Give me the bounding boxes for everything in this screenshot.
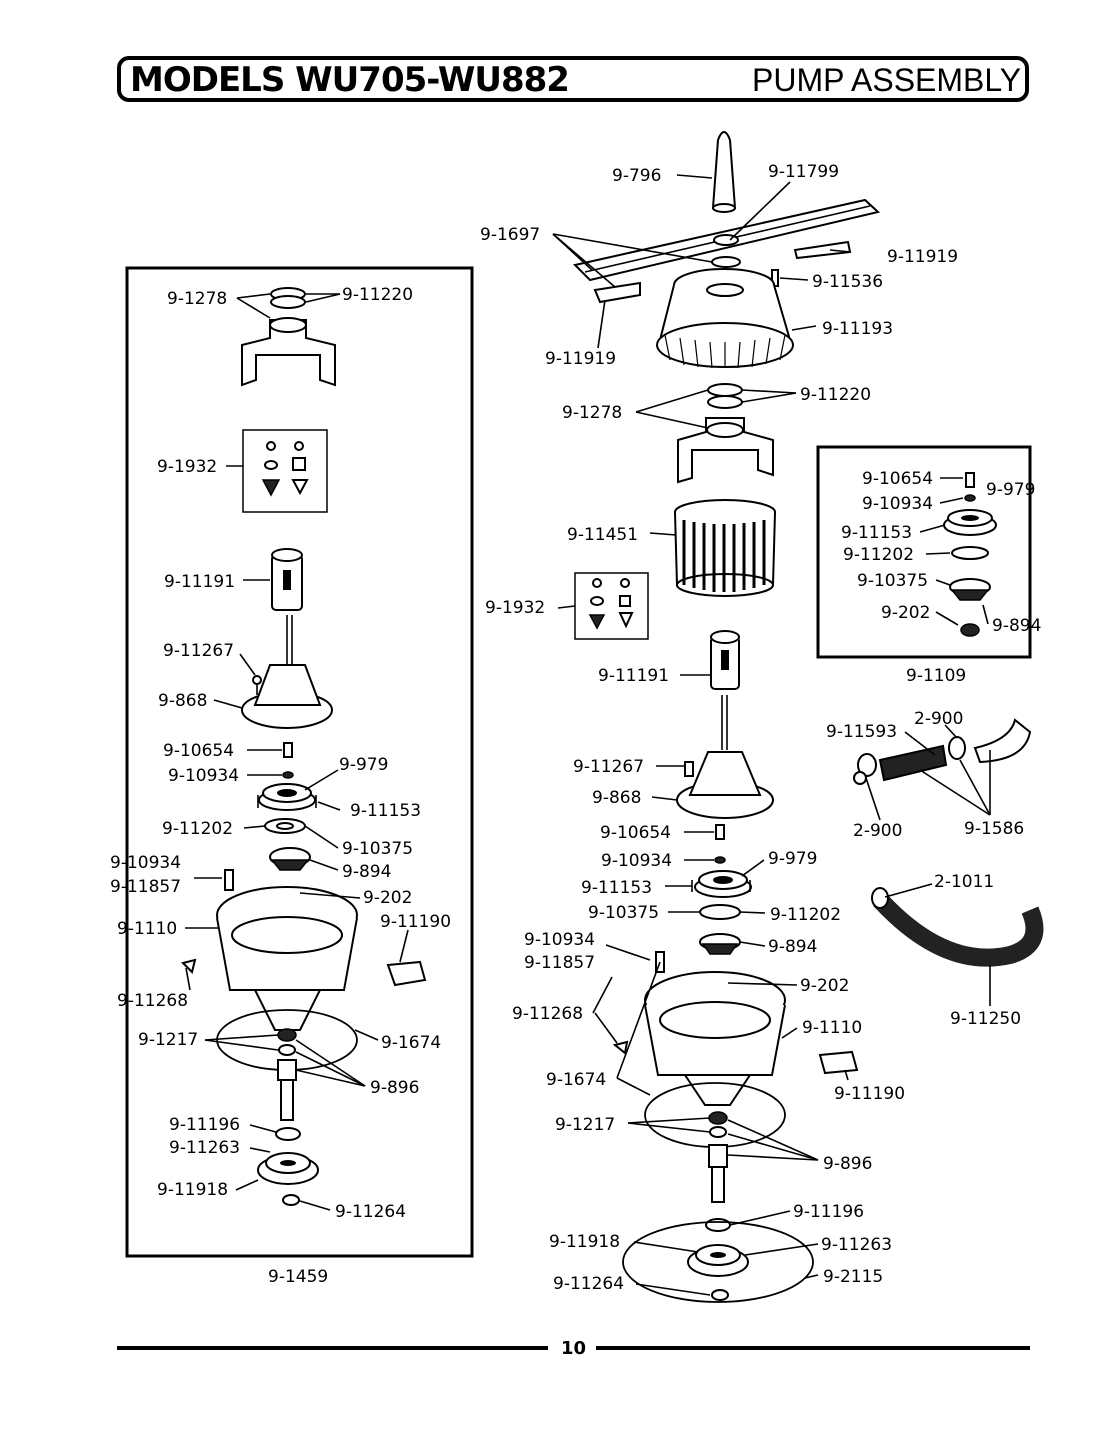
part-label: 9-11196 — [169, 1115, 240, 1135]
part-labels: 9-1278 9-11220 9-1932 9-11191 9-11267 9-… — [110, 162, 1041, 1294]
part-label: 9-1110 — [802, 1018, 862, 1038]
part-label: 9-894 — [342, 862, 391, 882]
part-label: 9-1674 — [381, 1033, 441, 1053]
part-label: 9-11220 — [342, 285, 413, 305]
part-label: 9-11153 — [350, 801, 421, 821]
part-label: 9-10934 — [110, 853, 181, 873]
hose-parts — [853, 718, 1044, 967]
part-label: 9-11919 — [545, 349, 616, 369]
part-label: 9-868 — [592, 788, 641, 808]
part-label: 9-11264 — [335, 1202, 406, 1222]
part-label: 9-202 — [800, 976, 849, 996]
models-title: MODELS WU705-WU882 — [130, 60, 570, 100]
kit-1932-right-frame — [574, 572, 649, 640]
part-label: 9-11857 — [110, 877, 181, 897]
part-label: 9-979 — [986, 480, 1035, 500]
part-label: 9-11191 — [598, 666, 669, 686]
part-label: 9-11593 — [826, 722, 897, 742]
part-label: 9-10934 — [168, 766, 239, 786]
part-label: 9-1217 — [138, 1030, 198, 1050]
right-parts — [573, 131, 881, 1303]
part-label: 9-896 — [823, 1154, 872, 1174]
part-label: 9-11263 — [169, 1138, 240, 1158]
part-label: 9-11919 — [887, 247, 958, 267]
part-label: 9-11263 — [821, 1235, 892, 1255]
part-label: 9-11918 — [549, 1232, 620, 1252]
part-label: 2-1011 — [934, 872, 994, 892]
part-label: 9-10375 — [342, 839, 413, 859]
part-label: 9-11191 — [164, 572, 235, 592]
part-label: 9-1109 — [906, 666, 966, 686]
part-label: 9-11799 — [768, 162, 839, 182]
part-label: 9-1697 — [480, 225, 540, 245]
part-label: 9-10934 — [524, 930, 595, 950]
part-label: 9-1674 — [546, 1070, 606, 1090]
part-label: 9-1278 — [167, 289, 227, 309]
kit-1109-parts — [943, 472, 997, 637]
part-label: 9-2115 — [823, 1267, 883, 1287]
part-label: 9-896 — [370, 1078, 419, 1098]
page-number: 10 — [561, 1338, 586, 1359]
part-label: 9-11220 — [800, 385, 871, 405]
part-label: 9-11264 — [553, 1274, 624, 1294]
part-label: 9-202 — [363, 888, 412, 908]
part-label: 9-979 — [339, 755, 388, 775]
part-label: 9-11153 — [841, 523, 912, 543]
part-label: 9-1586 — [964, 819, 1024, 839]
kit-1932-left-frame — [242, 429, 328, 513]
part-label: 9-11268 — [512, 1004, 583, 1024]
part-label: 9-11190 — [380, 912, 451, 932]
part-label: 9-1278 — [562, 403, 622, 423]
left-parts — [181, 287, 427, 1206]
part-label: 9-979 — [768, 849, 817, 869]
part-label: 9-1217 — [555, 1115, 615, 1135]
part-label: 9-11267 — [573, 757, 644, 777]
section-title: PUMP ASSEMBLY — [752, 62, 1022, 98]
part-label: 9-10934 — [601, 851, 672, 871]
part-label: 9-11267 — [163, 641, 234, 661]
part-label: 9-11250 — [950, 1009, 1021, 1029]
part-label: 9-11268 — [117, 991, 188, 1011]
part-label: 9-11918 — [157, 1180, 228, 1200]
part-label: 9-11196 — [793, 1202, 864, 1222]
part-label: 2-900 — [914, 709, 963, 729]
part-label: 9-11857 — [524, 953, 595, 973]
part-label: 9-10654 — [862, 469, 933, 489]
left-subassembly-frame — [125, 266, 474, 1258]
part-label: 9-868 — [158, 691, 207, 711]
part-label: 9-11451 — [567, 525, 638, 545]
part-label: 9-894 — [768, 937, 817, 957]
part-label: 9-1932 — [157, 457, 217, 477]
part-label: 9-11202 — [843, 545, 914, 565]
part-label: 9-10375 — [588, 903, 659, 923]
kit-frame — [816, 445, 1032, 659]
part-label: 9-11536 — [812, 272, 883, 292]
part-label: 9-11202 — [162, 819, 233, 839]
part-label: 9-1459 — [268, 1267, 328, 1287]
part-label: 9-1932 — [485, 598, 545, 618]
part-label: 9-10654 — [600, 823, 671, 843]
part-label: 9-11202 — [770, 905, 841, 925]
part-label: 9-202 — [881, 603, 930, 623]
part-label: 9-796 — [612, 166, 661, 186]
part-label: 9-11190 — [834, 1084, 905, 1104]
part-label: 2-900 — [853, 821, 902, 841]
part-label: 9-10375 — [857, 571, 928, 591]
part-label: 9-10934 — [862, 494, 933, 514]
part-label: 9-11153 — [581, 878, 652, 898]
part-label: 9-1110 — [117, 919, 177, 939]
part-label: 9-894 — [992, 616, 1041, 636]
title-frame — [117, 56, 1029, 102]
part-label: 9-10654 — [163, 741, 234, 761]
part-label: 9-11193 — [822, 319, 893, 339]
leader-lines — [185, 174, 991, 1296]
